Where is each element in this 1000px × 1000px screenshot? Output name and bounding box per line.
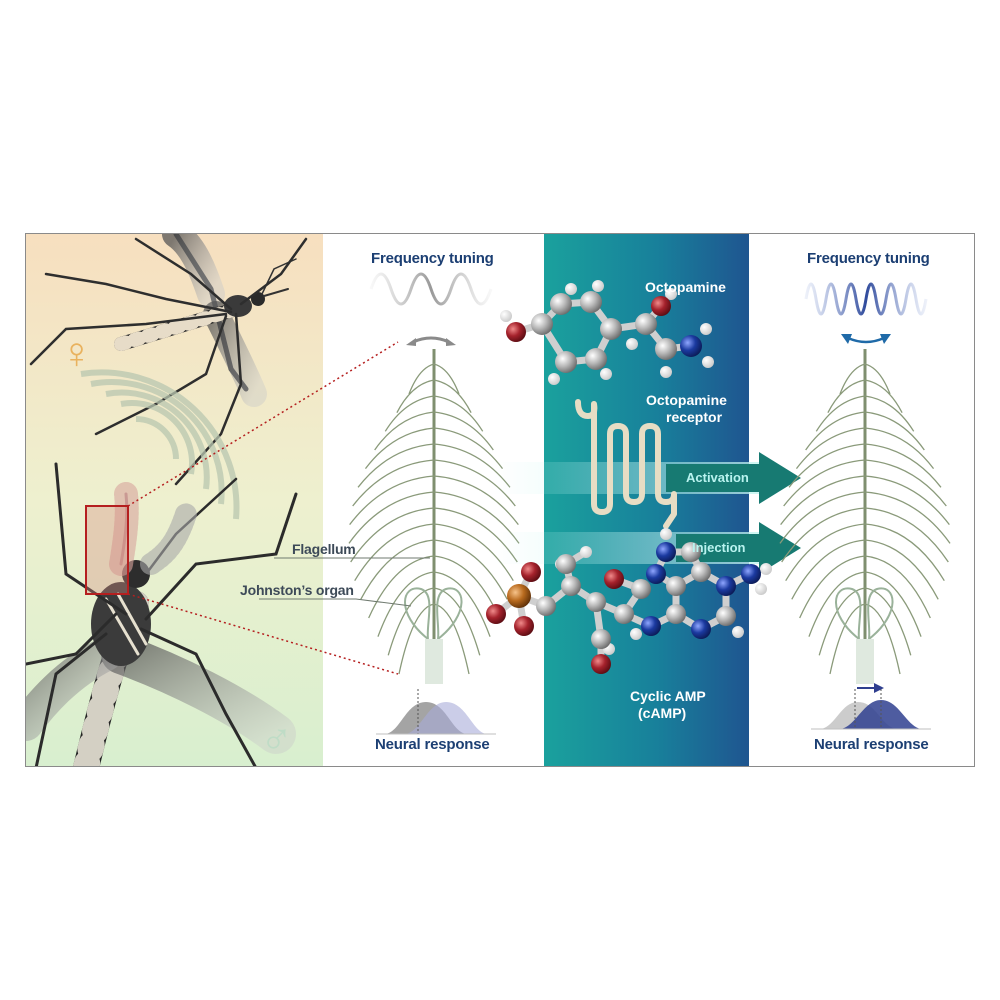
frequency-tuning-title-right: Frequency tuning: [807, 250, 930, 267]
bidirectional-arrow-icon-right: [847, 336, 885, 344]
low-frequency-wave-icon: [369, 272, 493, 306]
high-frequency-wave-icon: [804, 282, 928, 316]
antenna-icon: [348, 349, 520, 675]
camp-molecule-icon: [486, 528, 772, 674]
octopamine-receptor-label-line1: Octopamine: [646, 392, 727, 408]
neural-response-distribution-icon: [376, 689, 496, 735]
antenna-highlight-box: [85, 505, 129, 595]
shifted-neural-response-icon: [811, 683, 931, 730]
mosquito-female-icon: [29, 234, 308, 486]
neural-response-title-right: Neural response: [814, 736, 929, 753]
injection-arrow-icon: [676, 522, 801, 574]
activation-label: Activation: [686, 470, 749, 485]
figure-art: [26, 234, 951, 766]
johnstons-organ-label: Johnston’s organ: [240, 582, 354, 598]
octopamine-receptor-icon: [575, 399, 677, 529]
camp-label-line1: Cyclic AMP: [630, 688, 706, 704]
female-symbol: ♀: [60, 329, 93, 378]
frequency-tuning-title: Frequency tuning: [371, 250, 494, 267]
johnstons-organ-icon-right: [835, 587, 894, 684]
activation-arrow-icon: [666, 452, 801, 504]
mosquito-male-icon: [26, 462, 298, 766]
johnstons-organ-icon: [404, 587, 463, 684]
zoom-line-bottom: [127, 593, 399, 675]
flagellum-label: Flagellum: [292, 541, 356, 557]
male-symbol: ♂: [260, 715, 293, 764]
johnston-leader-line: [259, 598, 412, 607]
antenna-icon-right: [779, 349, 951, 675]
octopamine-molecule-icon: [500, 280, 714, 385]
bidirectional-arrow-icon: [412, 336, 450, 344]
octopamine-receptor-label-line2: receptor: [666, 409, 723, 425]
sound-wave-icon: [80, 369, 240, 520]
camp-label-line2: (cAMP): [638, 705, 687, 721]
injection-label: Injection: [692, 540, 746, 555]
neural-response-title: Neural response: [375, 736, 490, 753]
figure: ♀ ♂ Frequency tuning Flagellum Johnston’…: [25, 233, 975, 767]
octopamine-label: Octopamine: [645, 279, 726, 295]
